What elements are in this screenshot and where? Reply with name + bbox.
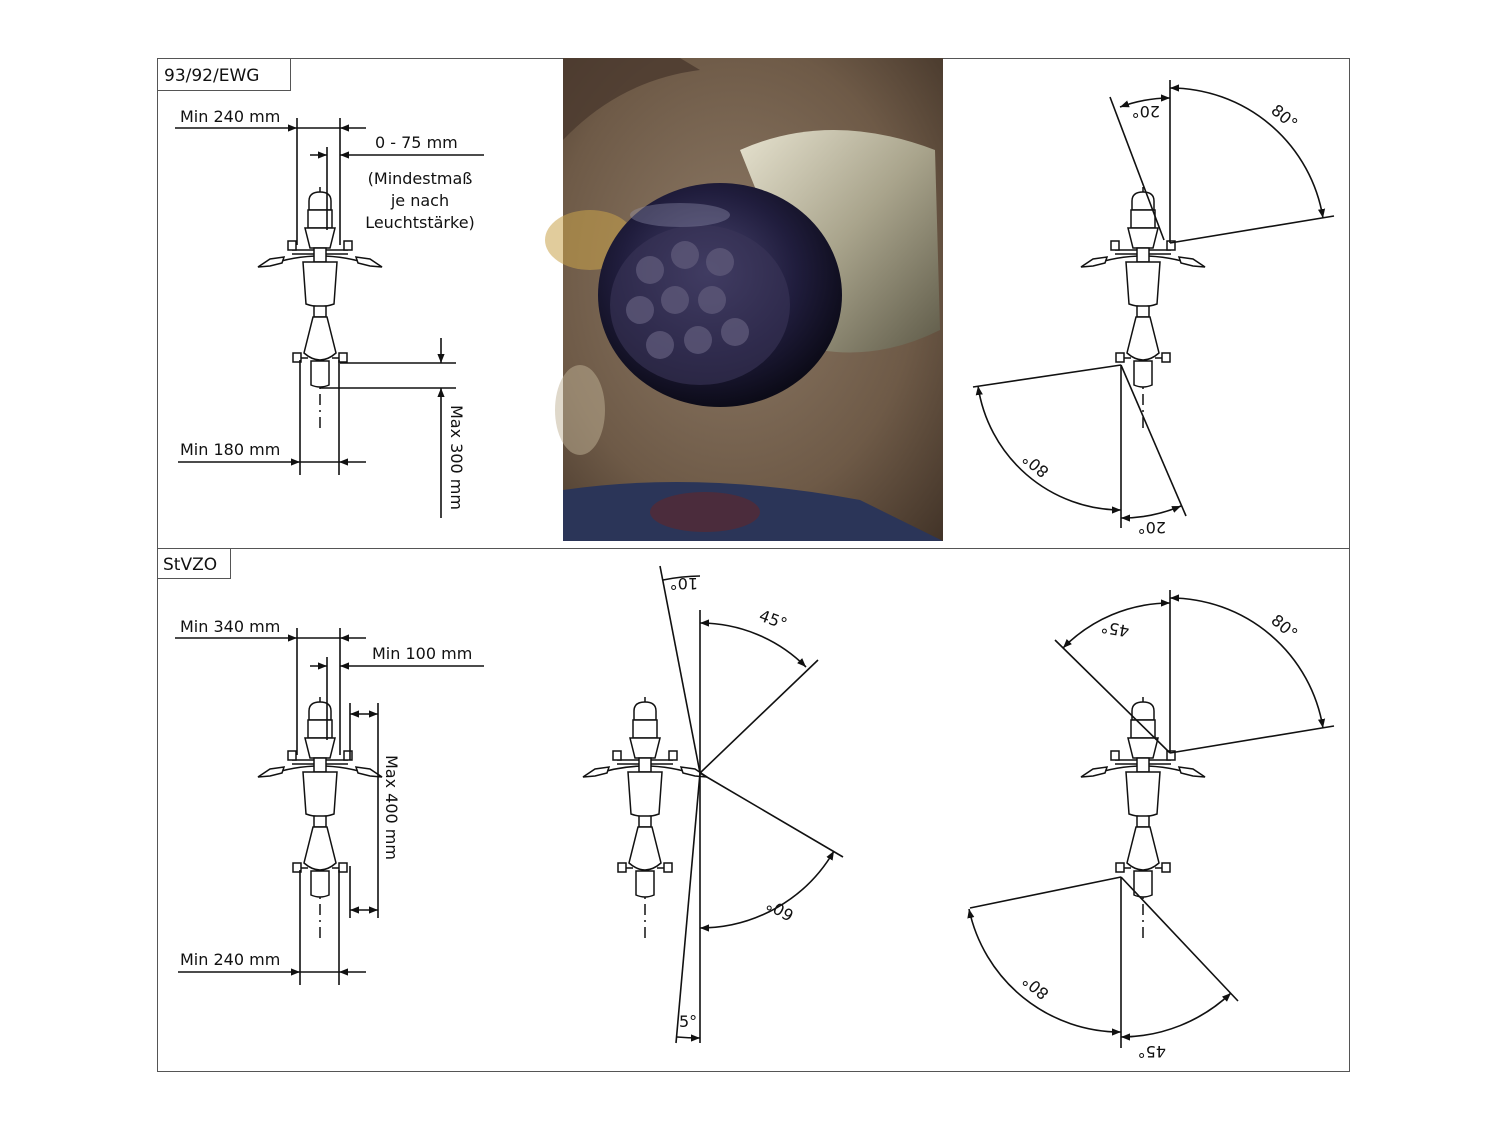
stvzo-dimension-panel: Min 340 mm Min 100 mm Max 400 mm Min 240…: [175, 617, 484, 985]
section-label-text: 93/92/EWG: [164, 66, 259, 86]
ewg-rear-max-label: Max 300 mm: [447, 405, 466, 510]
ewg-rear-inner-angle: 20°: [1138, 518, 1166, 537]
motorcycle-top-view: [257, 186, 383, 434]
section-label-stvzo: StVZO: [157, 548, 231, 579]
stvzo-down-angle: 60°: [763, 894, 797, 925]
stvzo-bottom-tilt-angle: 5°: [679, 1012, 697, 1031]
section-label-text: StVZO: [163, 555, 217, 575]
motorcycle-top-view: [1080, 696, 1206, 944]
stvzo-rear-min-label: Min 240 mm: [180, 950, 280, 969]
ewg-front-inner-angle: 20°: [1132, 102, 1160, 121]
ewg-front-min-label: Min 240 mm: [180, 107, 280, 126]
ewg-note-line: Leuchtstärke): [365, 213, 475, 232]
stvzo-top-tilt-angle: 10°: [670, 574, 698, 593]
ewg-front-outer-angle: 80°: [1267, 101, 1301, 134]
ewg-note-line: (Mindestmaß: [368, 169, 473, 188]
ewg-note-line: je nach: [390, 191, 449, 210]
section-label-ewg: 93/92/EWG: [157, 58, 291, 91]
stvzo-angle-panel: 80° 45° 80° 45°: [967, 590, 1335, 1061]
stvzo-vertical-angle-panel: 45° 60° 10° 5°: [582, 565, 844, 1044]
ewg-dimension-panel: Min 240 mm 0 - 75 mm (Mindestmaß je nach…: [175, 107, 484, 518]
stvzo-front-min-label: Min 340 mm: [180, 617, 280, 636]
ewg-rear-min-label: Min 180 mm: [180, 440, 280, 459]
motorcycle-top-view: [1080, 186, 1206, 434]
ewg-offset-label: 0 - 75 mm: [375, 133, 458, 152]
stvzo-offset-min-label: Min 100 mm: [372, 644, 472, 663]
stvzo-length-max-label: Max 400 mm: [382, 755, 401, 860]
stvzo-front-inner-angle: 45°: [1099, 617, 1130, 641]
ewg-angle-panel: 80° 20° 80° 20°: [972, 80, 1335, 537]
motorcycle-top-view: [257, 696, 383, 944]
stvzo-rear-inner-angle: 45°: [1138, 1042, 1166, 1061]
product-photo: [545, 58, 943, 541]
stvzo-up-angle: 45°: [757, 606, 790, 634]
stvzo-front-outer-angle: 80°: [1267, 611, 1301, 644]
ewg-rear-outer-angle: 80°: [1019, 449, 1053, 482]
